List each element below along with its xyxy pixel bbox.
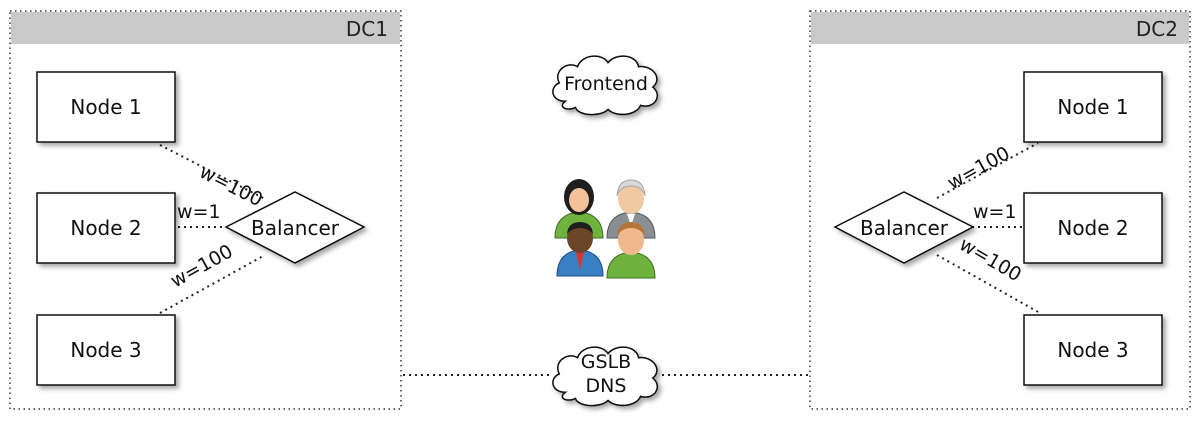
dc1-node-1-label: Node 1 [70,95,141,119]
dc1-weight-node2: w=1 [177,201,221,223]
frontend-label: Frontend [564,73,648,95]
dc1-node-2-label: Node 2 [70,216,141,240]
dc2-balancer-label: Balancer [860,216,949,240]
dc2-node-2-label: Node 2 [1057,216,1128,240]
dc1-node-3[interactable]: Node 3 [36,314,176,386]
dc2-label: DC2 [1136,17,1178,41]
dc1-label: DC1 [346,17,388,41]
dc2-node-1-label: Node 1 [1057,95,1128,119]
frontend-cloud[interactable]: Frontend [552,55,659,116]
dc2-link-node3 [936,254,1041,314]
dc1-header-bar [11,12,400,44]
dc1-balancer[interactable]: Balancer [224,191,366,264]
dc1-node-3-label: Node 3 [70,338,141,362]
dc1-node-1[interactable]: Node 1 [36,71,176,143]
gslb-label: GSLB [581,351,631,373]
dc2-balancer[interactable]: Balancer [833,191,975,264]
datacenter-dc2: DC2 w=100 w=1 w=100 Node 1 Node 2 Node 3… [809,10,1191,410]
users-group-icon [554,179,656,279]
dc2-weight-node2: w=1 [973,201,1017,223]
dns-label: DNS [586,375,627,397]
dc2-node-1[interactable]: Node 1 [1023,71,1163,143]
dc2-header-bar [811,12,1189,44]
dc1-link-node1 [159,144,266,200]
gslb-dns-cloud[interactable]: GSLB DNS [552,346,659,407]
dc1-node-2[interactable]: Node 2 [36,192,176,264]
dc2-link-node1 [936,142,1039,199]
dc2-node-3[interactable]: Node 3 [1023,314,1163,386]
dc2-node-3-label: Node 3 [1057,338,1128,362]
datacenter-dc1: DC1 w=100 w=1 w=100 Node 1 Node 2 Node 3… [9,10,402,410]
user-person-icon [606,222,656,279]
dc1-balancer-label: Balancer [251,216,340,240]
user-man-icon [556,222,604,277]
dc2-node-2[interactable]: Node 2 [1023,192,1163,264]
dc1-link-node3 [159,254,266,314]
